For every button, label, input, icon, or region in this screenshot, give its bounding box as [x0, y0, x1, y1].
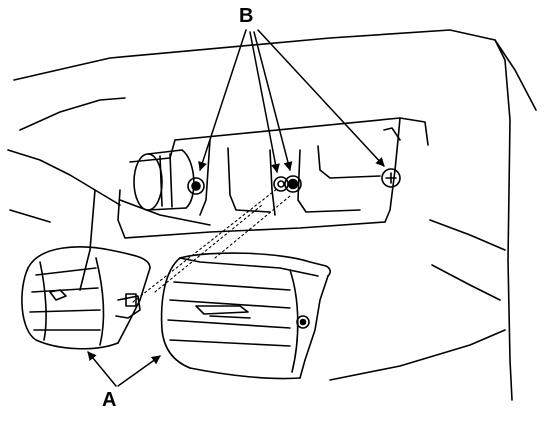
- duct-clips: [187, 168, 401, 195]
- dashboard-panel: [7, 29, 537, 401]
- alignment-lines: [132, 187, 291, 303]
- callout-label-a: A: [102, 389, 117, 411]
- right-vent: [160, 252, 331, 380]
- left-vent: [21, 246, 151, 350]
- left-duct-cylinder: [133, 149, 195, 211]
- leader-arrows-b: [198, 29, 385, 173]
- callout-label-b: B: [239, 5, 254, 27]
- leader-arrows-a: [87, 351, 161, 387]
